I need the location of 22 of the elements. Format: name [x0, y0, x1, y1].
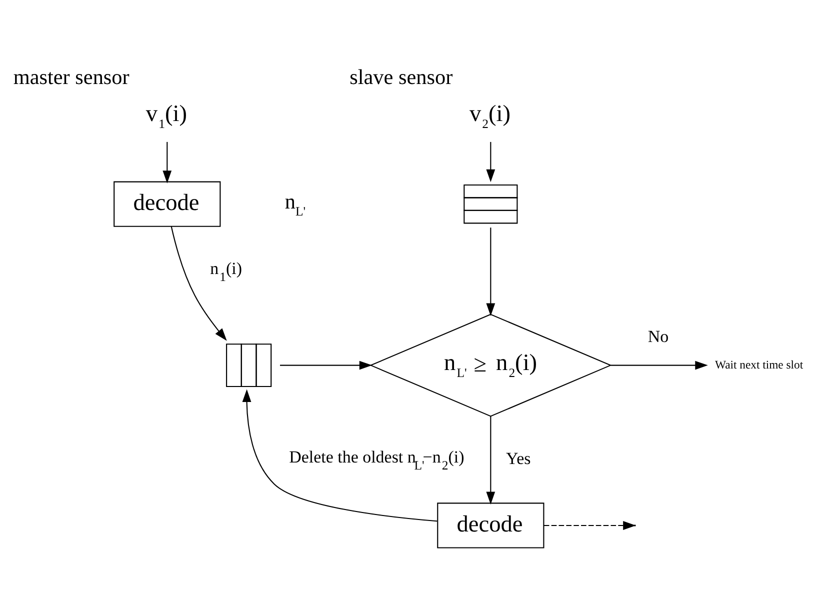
label: n$_{L'}$: [284, 188, 306, 218]
arrow: [242, 388, 437, 522]
arrow: [280, 360, 372, 370]
node-label: master sensor: [12, 64, 129, 89]
edge-label: Yes: [506, 448, 530, 468]
arrow: [486, 141, 495, 182]
arrow: [610, 360, 708, 370]
edge-label: Delete the oldest n$_{L'}$−n$_{2}$(i): [288, 447, 464, 472]
edge-label: n$_{1}$(i): [210, 258, 242, 284]
node-label: slave sensor: [349, 64, 452, 89]
node-text: v$_{2}$(i): [468, 100, 510, 130]
arrow: [543, 520, 636, 530]
arrow: [486, 416, 495, 504]
node-box: decode: [436, 502, 544, 548]
node-text: Wait next time slot: [714, 358, 803, 371]
node-diamond: n$_{L'}$ ≥ n$_{2}$(i): [368, 313, 612, 416]
arrow: [162, 141, 172, 183]
arrow: [170, 226, 226, 340]
node-text: v$_{1}$(i): [145, 100, 187, 130]
arrow: [486, 227, 495, 316]
edge-label: No: [647, 326, 668, 346]
node-box: decode: [113, 180, 220, 226]
